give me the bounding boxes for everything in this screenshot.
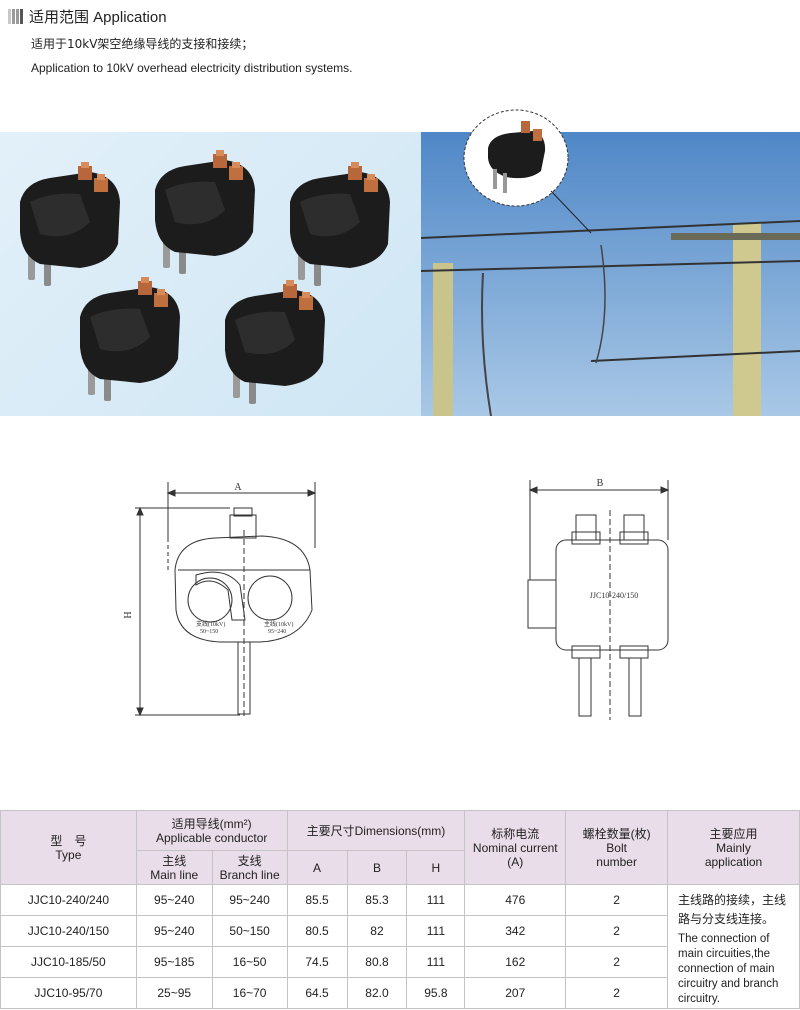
product-photo: [0, 132, 421, 416]
cell-main: 95~185: [135, 946, 213, 978]
col-dim-a: A: [286, 850, 348, 885]
cell-b: 82: [346, 915, 408, 947]
branch-range: 50~150: [200, 629, 218, 635]
main-range: 95~240: [268, 629, 286, 635]
installation-photo: [420, 103, 800, 417]
technical-drawings: A H 支线(10kV) 50~150 主线(10kV) 95~240 B JJ…: [0, 470, 800, 740]
dim-a-label: A: [234, 482, 242, 493]
cell-a: 80.5: [286, 915, 348, 947]
cell-bolt: 2: [565, 977, 669, 1009]
cell-a: 85.5: [286, 884, 348, 916]
branch-label: 支线(10kV): [196, 620, 225, 628]
side-model-label: JJC10-240/150: [590, 591, 638, 600]
cell-bolt: 2: [565, 946, 669, 978]
cell-a: 74.5: [286, 946, 348, 978]
cell-current: 342: [464, 915, 567, 947]
cell-current: 207: [464, 977, 567, 1009]
col-dim-h: H: [406, 850, 466, 885]
section-header: 适用范围 Application: [8, 6, 167, 27]
cell-type: JJC10-240/150: [0, 915, 137, 947]
main-label: 主线(10kV): [264, 620, 293, 628]
cell-bolt: 2: [565, 915, 669, 947]
col-dim-b: B: [346, 850, 408, 885]
cell-current: 162: [464, 946, 567, 978]
intro-english: Application to 10kV overhead electricity…: [31, 61, 353, 75]
table-row: JJC10-240/240 95~240 95~240 85.5 85.3 11…: [0, 884, 800, 1009]
cell-branch: 16~50: [211, 946, 288, 978]
cell-h: 95.8: [406, 977, 466, 1009]
intro-chinese: 适用于10kV架空绝缘导线的支接和接续；: [31, 37, 254, 51]
dim-h-label: H: [123, 611, 134, 618]
cell-branch: 95~240: [211, 884, 288, 916]
section-title: 适用范围 Application: [29, 9, 167, 26]
cell-branch: 16~70: [211, 977, 288, 1009]
cell-current: 476: [464, 884, 567, 916]
cell-b: 82.0: [346, 977, 408, 1009]
front-view-drawing: [135, 482, 317, 718]
table-row: JJC10-95/70 25~95 16~70 64.5 82.0 95.8 2…: [0, 977, 800, 1009]
col-conductor: 适用导线(mm²)Applicable conductor: [135, 810, 288, 851]
cell-type: JJC10-185/50: [0, 946, 137, 978]
header-bars-icon: [8, 9, 23, 24]
cell-main: 95~240: [135, 884, 213, 916]
cell-type: JJC10-95/70: [0, 977, 137, 1009]
cell-main: 25~95: [135, 977, 213, 1009]
cell-a: 64.5: [286, 977, 348, 1009]
cell-main: 95~240: [135, 915, 213, 947]
col-dimensions: 主要尺寸Dimensions(mm): [286, 810, 466, 851]
cell-h: 111: [406, 946, 466, 978]
cell-branch: 50~150: [211, 915, 288, 947]
cell-h: 111: [406, 915, 466, 947]
cell-bolt: 2: [565, 884, 669, 916]
dim-b-label: B: [597, 478, 604, 489]
cell-h: 111: [406, 884, 466, 916]
cell-b: 85.3: [346, 884, 408, 916]
cell-application: 主线路的接续，主线路与分支线连接。 The connection of main…: [667, 884, 800, 1009]
cell-type: JJC10-240/240: [0, 884, 137, 916]
cell-b: 80.8: [346, 946, 408, 978]
side-view-drawing: [527, 480, 670, 720]
table-row: JJC10-185/50 95~185 16~50 74.5 80.8 111 …: [0, 946, 800, 978]
